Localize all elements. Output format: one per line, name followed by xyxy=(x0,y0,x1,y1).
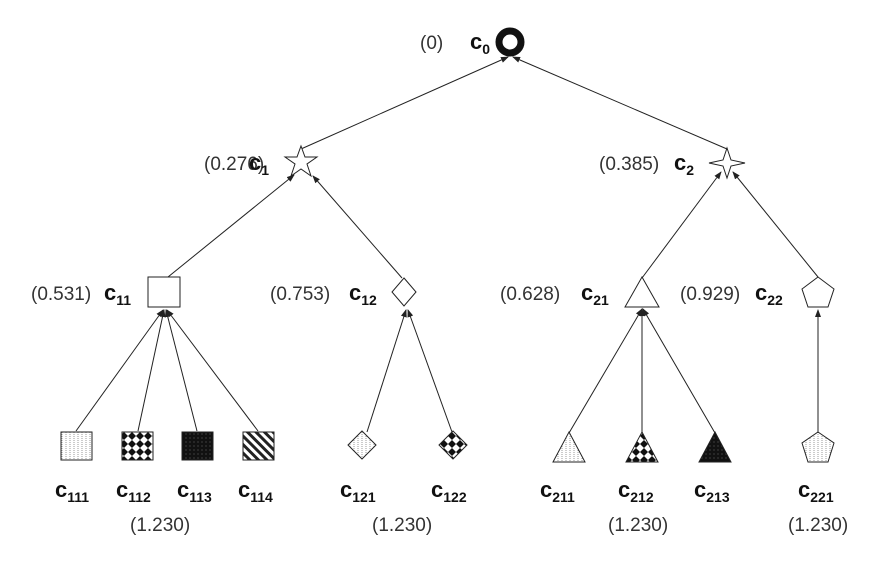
c2-value: (0.385) xyxy=(599,154,659,175)
leaf-label-c211: c211 xyxy=(540,477,575,505)
c11-square-icon xyxy=(147,276,181,308)
c112-checker-square-icon xyxy=(121,431,154,461)
c22-value: (0.929) xyxy=(680,284,740,305)
leaf-label-c221: c221 xyxy=(798,477,834,505)
leaf-label-c212: c212 xyxy=(618,477,654,505)
c2-label: c2 xyxy=(674,150,694,178)
leaf-value-group-4: (1.230) xyxy=(788,515,848,536)
leaf-value-group-2: (1.230) xyxy=(372,515,432,536)
leaf-label-c111: c111 xyxy=(55,477,89,505)
c122-checker-diamond-icon xyxy=(438,430,468,460)
c1-value: (0.276) xyxy=(204,154,264,175)
c113-solid-square-icon xyxy=(181,431,214,461)
c114-striped-square-icon xyxy=(242,431,275,461)
leaf-label-c121: c121 xyxy=(340,477,376,505)
c212-checker-triangle-icon xyxy=(625,430,659,463)
c12-value: (0.753) xyxy=(270,284,330,305)
c11-value: (0.531) xyxy=(31,284,91,305)
c21-value: (0.628) xyxy=(500,284,560,305)
c1-star-icon xyxy=(283,144,319,178)
c111-dotted-square-icon xyxy=(60,431,93,461)
leaf-label-c122: c122 xyxy=(431,477,467,505)
c221-dotted-pentagon-icon xyxy=(801,431,835,463)
c213-solid-triangle-icon xyxy=(698,430,732,463)
leaf-label-c114: c114 xyxy=(238,477,273,505)
c11-label: c11 xyxy=(104,280,131,308)
c1-label: c1 xyxy=(249,150,269,178)
leaf-value-group-3: (1.230) xyxy=(608,515,668,536)
tree-edges xyxy=(75,56,821,434)
c22-pentagon-icon xyxy=(801,276,835,308)
root-value: (0) xyxy=(420,33,443,54)
c21-label: c21 xyxy=(581,280,609,308)
leaf-label-c113: c113 xyxy=(177,477,212,505)
c211-dotted-triangle-icon xyxy=(552,430,586,463)
root-label: c0 xyxy=(470,29,490,57)
leaf-label-c213: c213 xyxy=(694,477,730,505)
c12-diamond-icon xyxy=(391,277,417,307)
leaf-label-c112: c112 xyxy=(116,477,151,505)
root-ring-icon xyxy=(495,27,525,57)
c22-label: c22 xyxy=(755,280,783,308)
c12-label: c12 xyxy=(349,280,377,308)
c2-four-point-star-icon xyxy=(708,146,746,180)
leaf-value-group-1: (1.230) xyxy=(130,515,190,536)
c21-triangle-icon xyxy=(624,275,660,308)
c121-dotted-diamond-icon xyxy=(347,430,377,460)
